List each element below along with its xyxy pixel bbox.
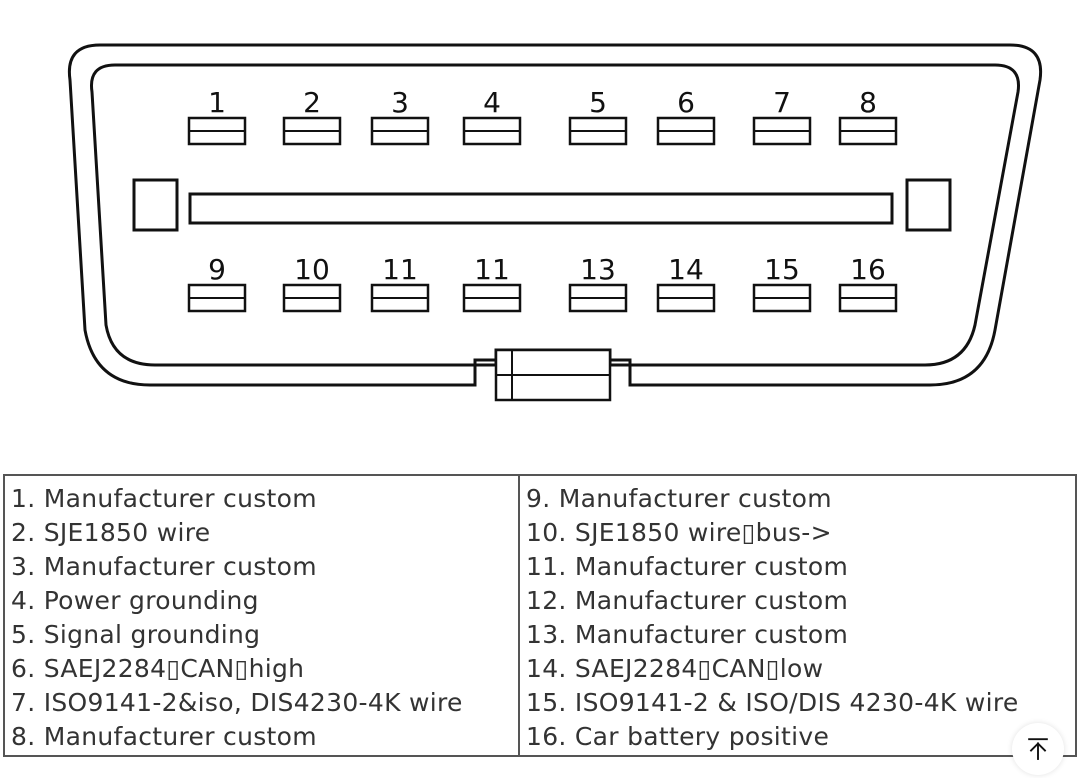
pin-column-left: 1. Manufacturer custom 2. SJE1850 wire 3. … — [5, 476, 520, 755]
pin-number-label: 1 — [208, 86, 226, 119]
pin-number-label: 2 — [303, 86, 321, 119]
pin-number-label: 14 — [668, 253, 704, 286]
pin-number-label: 10 — [294, 253, 330, 286]
pin-description-row: 7. ISO9141-2&iso, DIS4230-4K wire — [11, 688, 463, 717]
pin-description-row: 15. ISO9141-2 & ISO/DIS 4230-4K wire — [526, 688, 1019, 717]
pin-number-label: 11 — [474, 253, 510, 286]
pin-number-label: 11 — [382, 253, 418, 286]
pin-number-label: 3 — [391, 86, 409, 119]
left-guide-square — [132, 178, 179, 232]
pin-description-table: 1. Manufacturer custom 2. SJE1850 wire 3. … — [3, 474, 1077, 757]
pin-description-row: 1. Manufacturer custom — [11, 484, 317, 513]
connector-outer-outline — [67, 43, 1043, 387]
center-bar — [188, 192, 894, 225]
pin-description-row: 8. Manufacturer custom — [11, 722, 317, 751]
pin-description-row: 6. SAEJ2284▯CAN▯high — [11, 654, 305, 683]
pin-description-row: 11. Manufacturer custom — [526, 552, 849, 581]
pin-description-row: 13. Manufacturer custom — [526, 620, 849, 649]
pin-number-label: 16 — [850, 253, 886, 286]
pin-number-label: 13 — [580, 253, 616, 286]
pin-number-label: 6 — [677, 86, 695, 119]
pin-description-row: 4. Power grounding — [11, 586, 259, 615]
pin-description-row: 5. Signal grounding — [11, 620, 261, 649]
pin-description-row: 3. Manufacturer custom — [11, 552, 317, 581]
pin-column-right: 9. Manufacturer custom 10. SJE1850 wire▯b… — [520, 476, 1075, 755]
right-guide-square — [905, 178, 952, 232]
pin-number-label: 8 — [859, 86, 877, 119]
pin-description-row: 10. SJE1850 wire▯bus-> — [526, 518, 832, 547]
pin-description-row: 12. Manufacturer custom — [526, 586, 849, 615]
pin-description-row: 14. SAEJ2284▯CAN▯low — [526, 654, 824, 683]
pin-description-row: 16. Car battery positive — [526, 722, 830, 751]
scroll-to-top-button[interactable] — [1012, 723, 1064, 775]
obd-connector-diagram: 1 2 3 4 5 6 7 8 9 10 11 11 13 14 15 16 — [67, 43, 1043, 402]
pin-description-row: 9. Manufacturer custom — [526, 484, 832, 513]
connector-inner-outline — [89, 63, 1021, 367]
pin-number-label: 4 — [483, 86, 501, 119]
pin-number-label: 7 — [773, 86, 791, 119]
pin-description-row: 2. SJE1850 wire — [11, 518, 211, 547]
pin-number-label: 15 — [764, 253, 800, 286]
arrow-up-to-line-icon — [1028, 738, 1048, 760]
pin-number-label: 9 — [208, 253, 226, 286]
pin-number-label: 5 — [589, 86, 607, 119]
